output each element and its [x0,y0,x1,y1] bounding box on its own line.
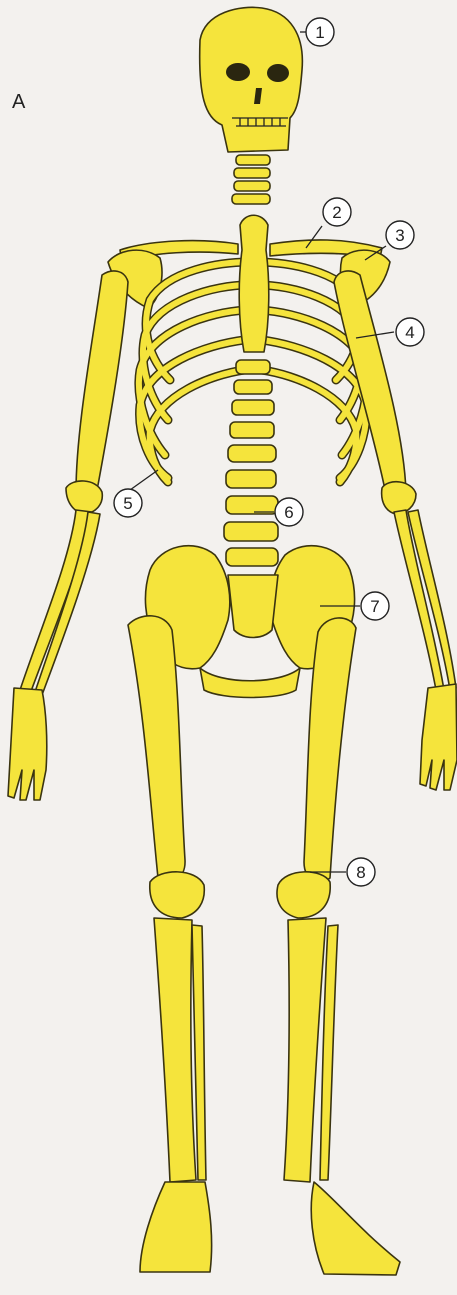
callout-8-number: 8 [356,863,365,882]
left-leg [128,616,212,1272]
callout-7-number: 7 [370,597,379,616]
cervical-spine [232,155,270,204]
callout-4: 4 [396,318,424,346]
callout-6: 6 [275,498,303,526]
callout-2-number: 2 [332,203,341,222]
callout-3: 3 [386,221,414,249]
callout-5: 5 [114,489,142,517]
callout-1-number: 1 [315,23,324,42]
callout-7: 7 [361,592,389,620]
callout-3-number: 3 [395,226,404,245]
skull [200,7,303,152]
figure-letter: A [12,91,26,113]
sternum [239,215,269,352]
callout-1: 1 [306,18,334,46]
callout-4-number: 4 [405,323,414,342]
callout-6-number: 6 [284,503,293,522]
spine [224,360,278,566]
skeleton-illustration [8,7,457,1275]
left-arm [8,271,128,800]
right-arm [334,271,457,790]
callout-8: 8 [347,858,375,886]
callout-5-number: 5 [123,494,132,513]
callout-2: 2 [323,198,351,226]
right-leg [277,618,400,1275]
